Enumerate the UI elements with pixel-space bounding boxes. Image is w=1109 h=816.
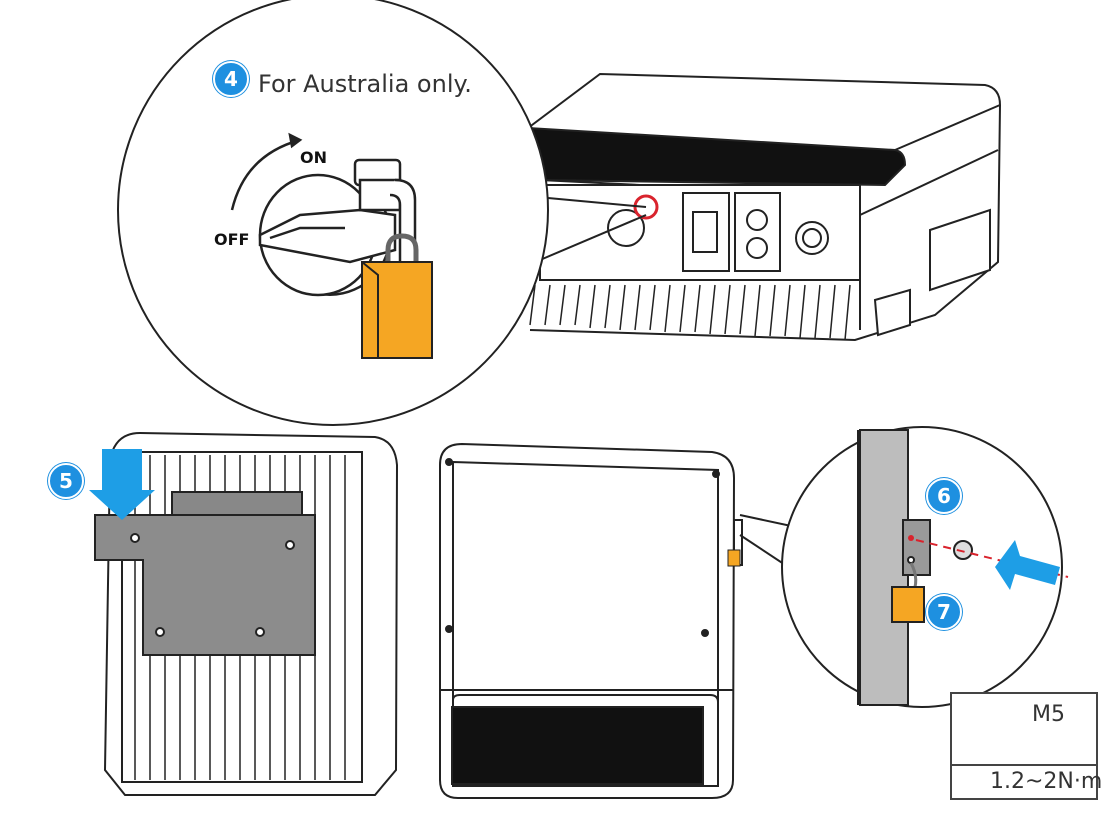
- step-6-badge: 6: [926, 478, 962, 514]
- tool-spec-box: M5 1.2~2N·m: [950, 692, 1102, 800]
- step-7-badge: 7: [926, 594, 962, 630]
- switch-off-label: OFF: [214, 230, 249, 249]
- inverter-back-view: [94, 431, 399, 796]
- screw-detail: [857, 429, 1069, 706]
- spec-divider: [952, 764, 1096, 766]
- padlock-icon: [361, 233, 433, 359]
- step-4-badge: 4: [213, 61, 249, 97]
- screw-size-label: M5: [1032, 702, 1065, 727]
- torque-label: 1.2~2N·m: [990, 769, 1103, 794]
- inverter-top-view: [514, 72, 1002, 342]
- switch-highlight-ring: [633, 194, 659, 220]
- inverter-front-view: [439, 442, 743, 799]
- australia-note: For Australia only.: [258, 70, 472, 98]
- switch-on-label: ON: [300, 148, 327, 167]
- down-arrow-icon: [89, 449, 155, 520]
- small-padlock-icon: [727, 549, 741, 567]
- insert-arrow-icon: [995, 540, 1060, 590]
- step-5-badge: 5: [48, 463, 84, 499]
